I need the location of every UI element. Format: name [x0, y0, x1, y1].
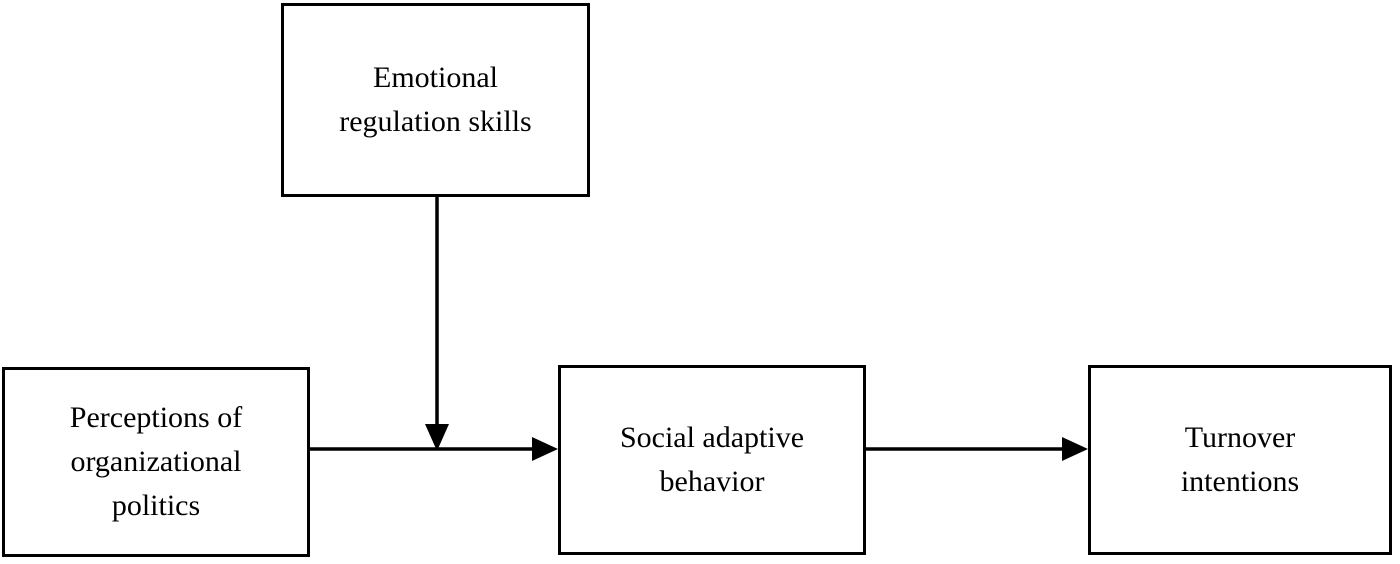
node-label: Perceptions of organizational politics [69, 401, 243, 522]
node-turnover-intentions[interactable]: Turnover intentions [1088, 365, 1392, 555]
node-emotional-regulation-skills[interactable]: Emotional regulation skills [281, 3, 590, 197]
node-perceptions-of-organizational-politics[interactable]: Perceptions of organizational politics [2, 367, 310, 557]
node-label: Emotional regulation skills [339, 61, 532, 138]
node-label: Turnover intentions [1180, 421, 1300, 498]
node-label: Social adaptive behavior [619, 421, 805, 498]
edge-moderator-to-path [425, 197, 449, 451]
edge-predictor-to-mediator [310, 437, 558, 461]
edge-mediator-to-outcome [866, 437, 1088, 461]
node-social-adaptive-behavior[interactable]: Social adaptive behavior [558, 365, 866, 555]
